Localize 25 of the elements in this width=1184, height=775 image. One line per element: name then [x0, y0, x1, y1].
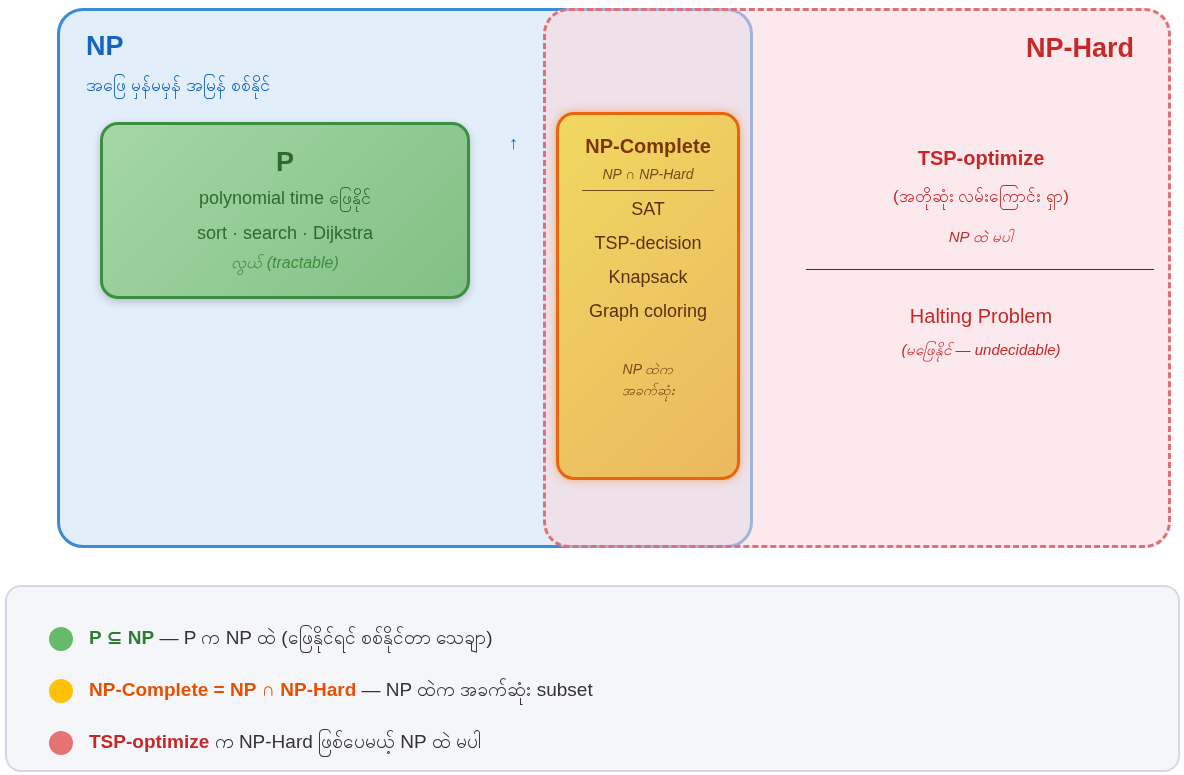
- class-description: polynomial time ဖြေနိုင်: [198, 186, 372, 213]
- note-text: လွယ် (tractable): [231, 252, 339, 276]
- problem-name: Knapsack: [608, 267, 688, 288]
- problem-description: (အတိုဆုံး လမ်းကြောင်း ရှာ): [893, 185, 1069, 210]
- class-box: [556, 112, 740, 480]
- class-title: NP-Complete: [585, 135, 711, 158]
- legend-text: P ⊆ NP — P က NP ထဲ (ဖြေနိုင်ရင် စစ်နိုင်တာ သေချာ): [89, 625, 493, 653]
- problem-name: Halting Problem: [909, 305, 1053, 328]
- set-subtitle: အဖြေ မှန်မမှန် အမြန် စစ်နိုင်: [86, 73, 270, 100]
- class-title: P: [276, 147, 294, 178]
- note-text: (မဖြေနိုင် — undecidable): [901, 340, 1061, 362]
- problem-name: Graph coloring: [588, 301, 708, 322]
- arrow-symbol: ↑: [509, 133, 518, 154]
- legend-text: TSP-optimize က NP-Hard ဖြစ်ပေမယ့် NP ထဲ မပါ: [89, 729, 481, 757]
- set-title: NP: [86, 31, 124, 62]
- class-box: [100, 122, 470, 299]
- note-text: NP ထဲက အခက်ဆုံး: [613, 360, 683, 402]
- problem-name: SAT: [631, 199, 665, 220]
- problem-name: TSP-optimize: [917, 147, 1045, 170]
- example-list: sort · search · Dijkstra: [197, 223, 373, 244]
- note-text: NP ထဲ မပါ: [948, 227, 1014, 247]
- set-title: NP-Hard: [1026, 33, 1134, 64]
- problem-name: TSP-decision: [594, 233, 702, 254]
- class-subtitle: NP ∩ NP-Hard: [602, 166, 694, 182]
- legend-text: NP-Complete = NP ∩ NP-Hard — NP ထဲက အခက်ဆုံး subset: [89, 677, 593, 705]
